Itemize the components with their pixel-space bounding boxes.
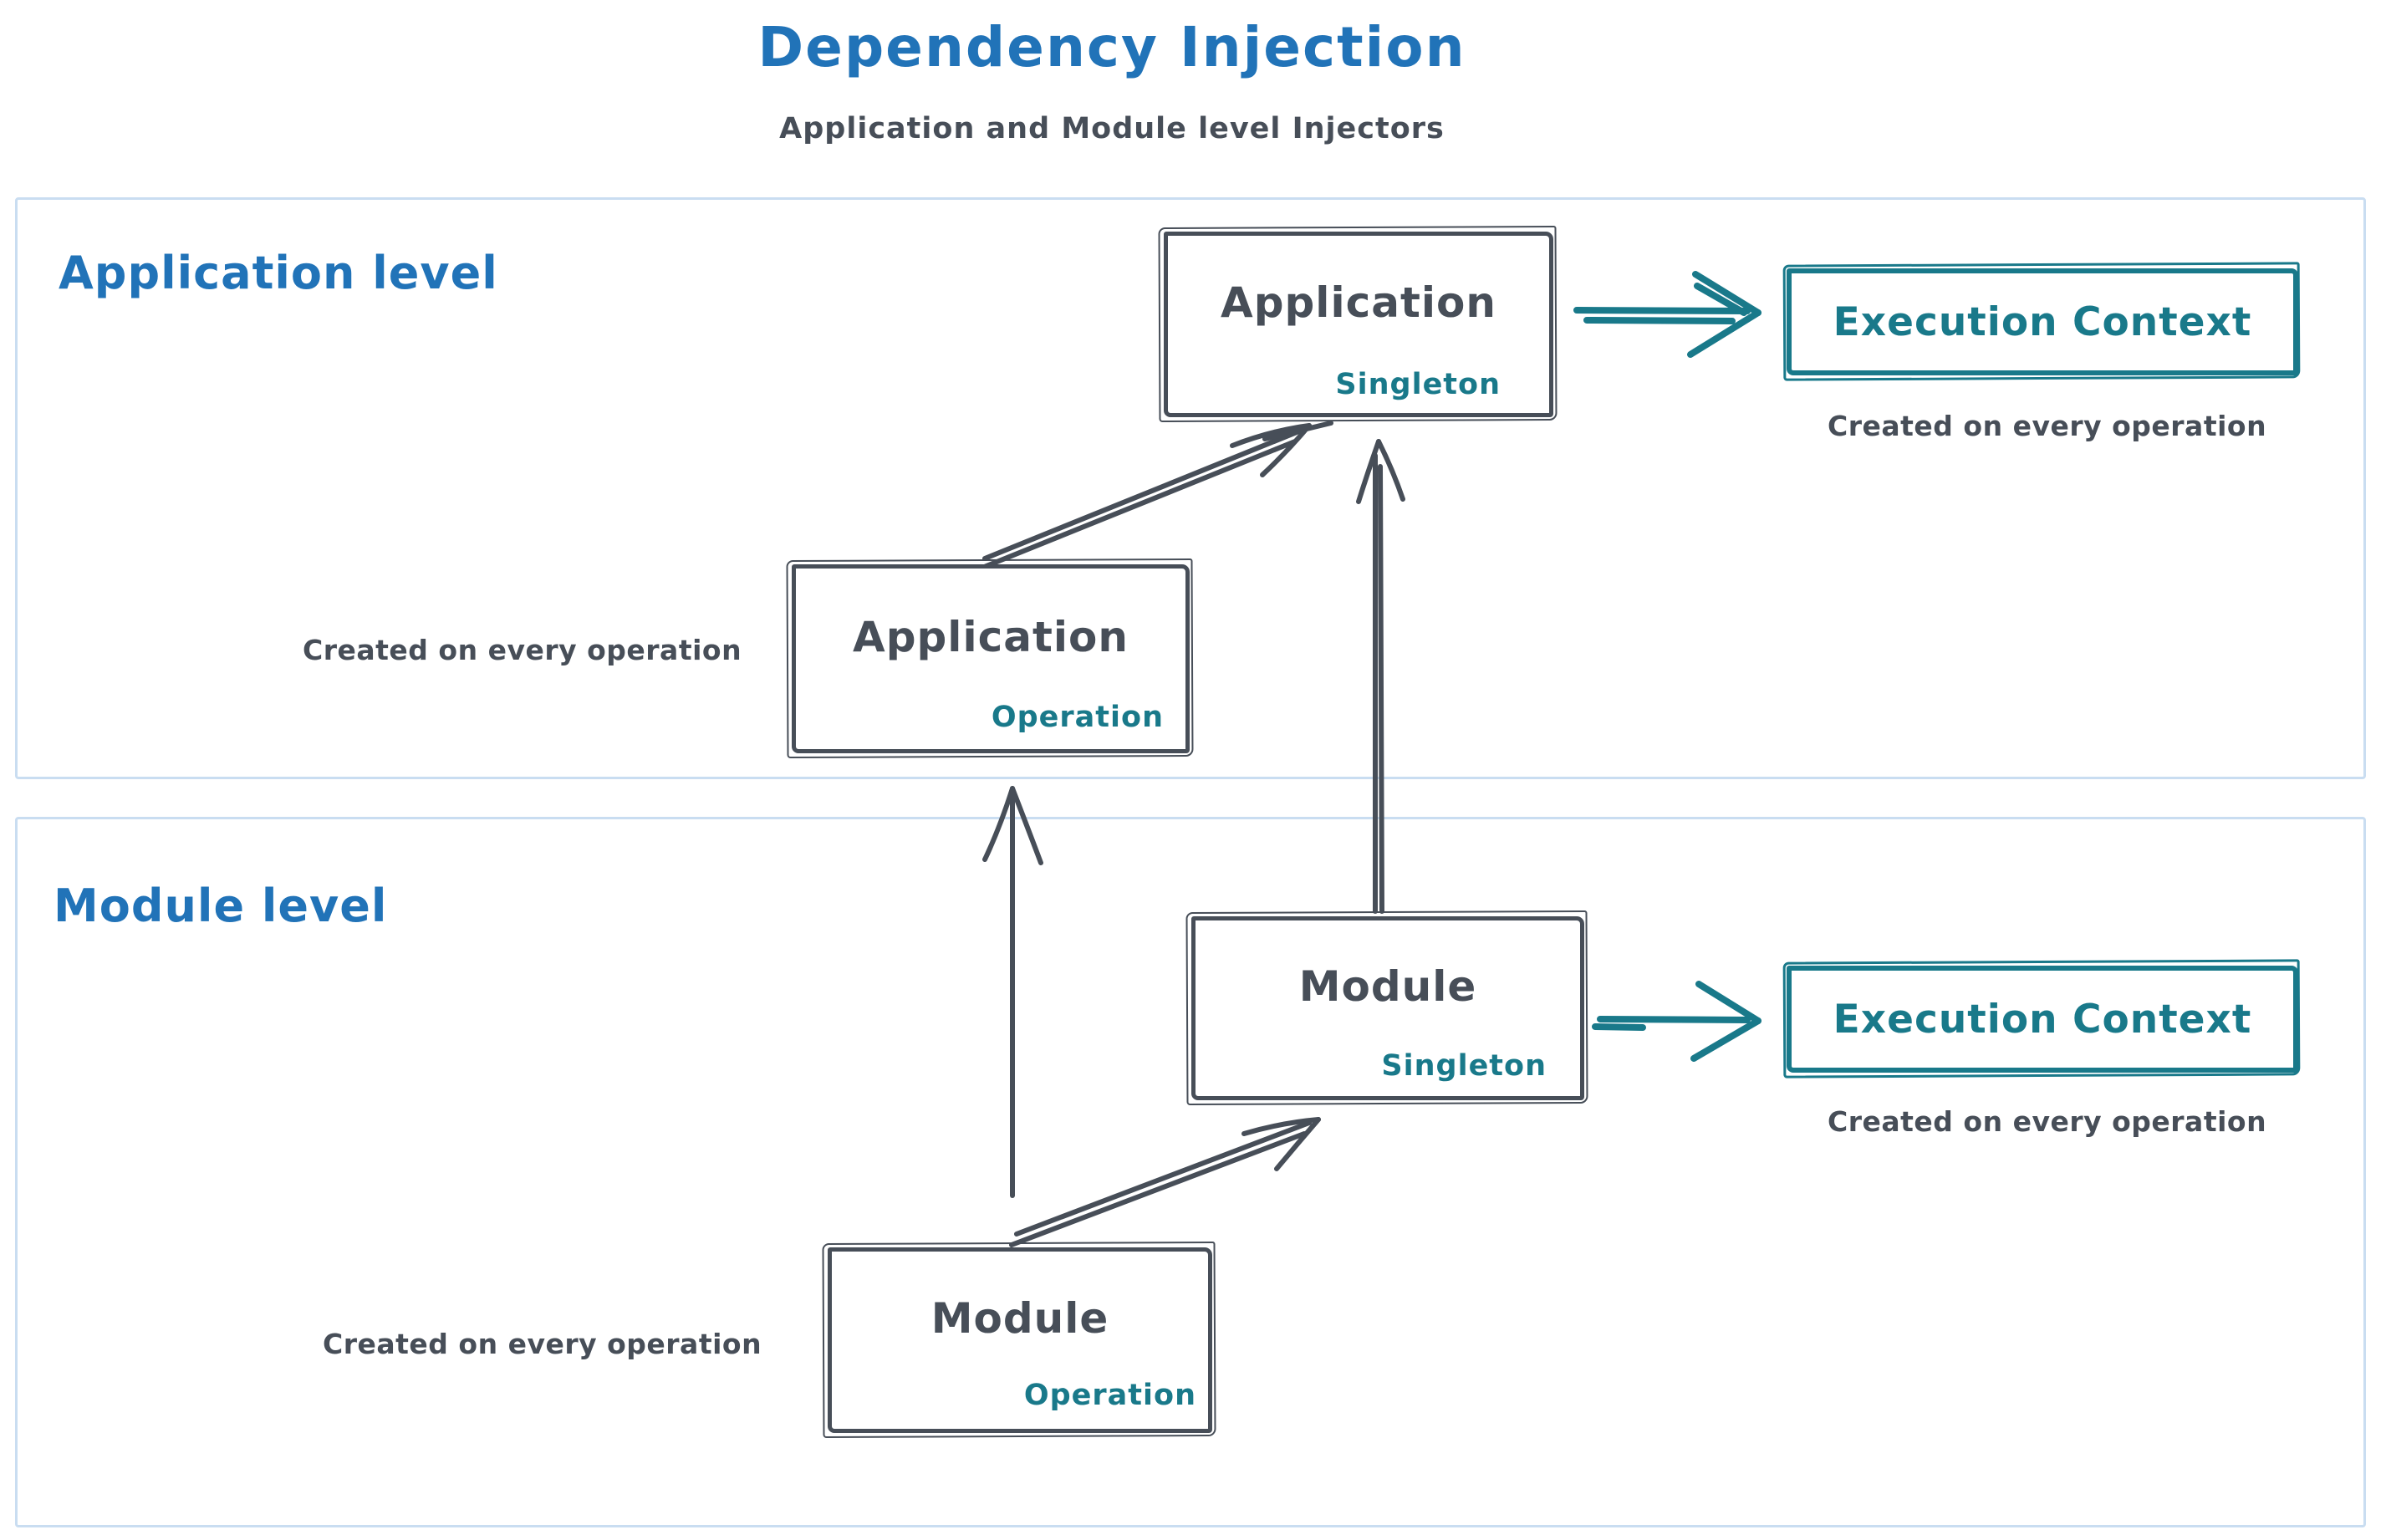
node-app-singleton-title: Application — [1221, 278, 1496, 327]
node-module-singleton-title: Module — [1298, 962, 1477, 1011]
node-module-singleton-badge: Singleton — [1381, 1049, 1547, 1083]
node-app-operation-title: Application — [853, 613, 1129, 661]
caption-module-operation: Created on every operation — [323, 1328, 762, 1360]
caption-exec-context-module: Created on every operation — [1828, 1105, 2267, 1138]
node-module-operation-title: Module — [930, 1294, 1109, 1343]
node-exec-context-module: Execution Context — [1787, 966, 2298, 1073]
node-app-singleton: Application Singleton — [1164, 232, 1553, 417]
node-module-operation-badge: Operation — [1023, 1379, 1196, 1412]
node-exec-context-module-title: Execution Context — [1833, 996, 2252, 1043]
diagram-subtitle: Application and Module level Injectors — [779, 112, 1445, 145]
section-application-label: Application level — [59, 247, 498, 299]
section-module-level — [15, 817, 2366, 1527]
node-app-singleton-badge: Singleton — [1335, 368, 1501, 401]
section-module-label: Module level — [54, 880, 388, 932]
node-app-operation-badge: Operation — [991, 701, 1164, 734]
node-module-singleton: Module Singleton — [1191, 916, 1584, 1100]
diagram-title: Dependency Injection — [757, 15, 1466, 79]
node-app-operation: Application Operation — [792, 564, 1190, 753]
caption-app-operation: Created on every operation — [303, 634, 742, 666]
node-exec-context-app-title: Execution Context — [1833, 298, 2252, 345]
node-exec-context-app: Execution Context — [1787, 268, 2298, 375]
section-application-level — [15, 197, 2366, 779]
caption-exec-context-app: Created on every operation — [1828, 410, 2267, 442]
node-module-operation: Module Operation — [828, 1247, 1212, 1433]
